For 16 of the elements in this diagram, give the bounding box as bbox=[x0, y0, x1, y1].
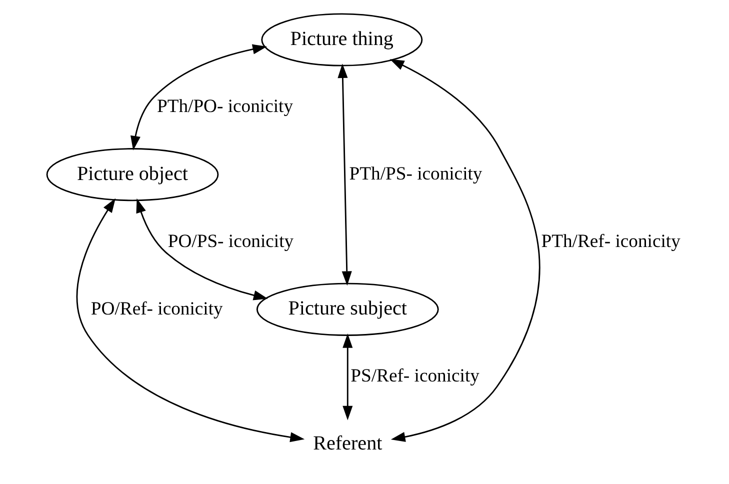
arrow bbox=[337, 64, 352, 286]
arrow bbox=[136, 198, 268, 300]
arrow bbox=[342, 333, 352, 420]
node-ellipse: Picture subject bbox=[256, 282, 438, 336]
edge-label: PTh/PS- iconicity bbox=[348, 163, 482, 184]
node-text: Referent bbox=[312, 432, 382, 455]
edge-label: PTh/PO- iconicity bbox=[156, 96, 293, 118]
arrow bbox=[130, 44, 266, 150]
node-ellipse: Picture thing bbox=[260, 13, 422, 66]
arrow bbox=[389, 59, 540, 442]
edge-label: PO/Ref- iconicity bbox=[90, 298, 222, 320]
edge-label: PO/PS- iconicity bbox=[167, 230, 294, 252]
edge-label: PTh/Ref- iconicity bbox=[540, 230, 680, 252]
node-ellipse: Picture object bbox=[46, 148, 218, 202]
arrow bbox=[76, 198, 304, 442]
edge-label: PS/Ref- iconicity bbox=[350, 366, 479, 387]
